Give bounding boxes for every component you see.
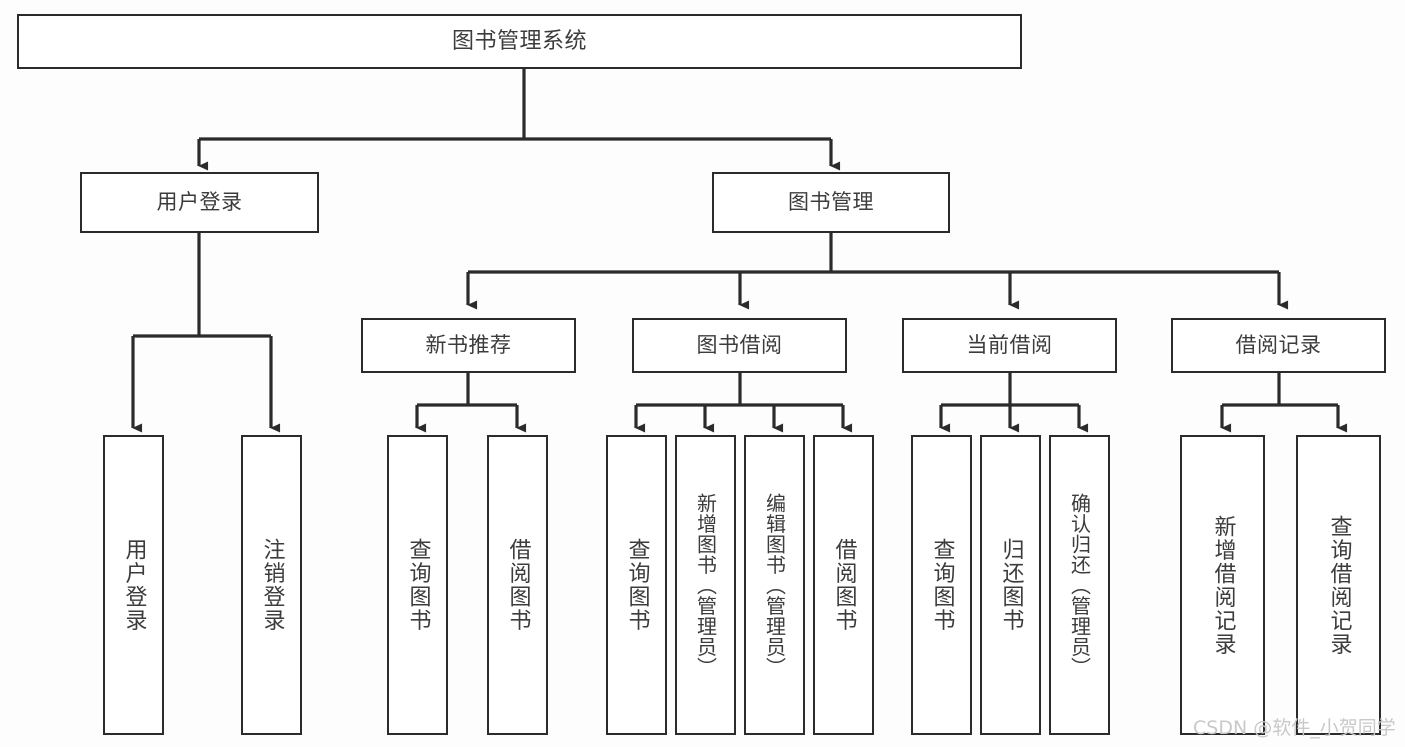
leaf-query-book-borrow[interactable]: 查询图书	[606, 435, 667, 735]
leaf-query-borrow-record-label: 查询借阅记录	[1326, 514, 1352, 656]
node-book-management-label: 图书管理	[788, 190, 874, 215]
leaf-query-book-current[interactable]: 查询图书	[911, 435, 972, 735]
leaf-user-login-label: 用户登录	[121, 538, 147, 632]
leaf-logout[interactable]: 注销登录	[241, 435, 302, 735]
watermark: CSDN @软件_小贺同学	[1193, 717, 1396, 739]
leaf-add-book-admin-label: 新增图书（管理员）	[693, 492, 718, 678]
leaf-add-borrow-record-label: 新增借阅记录	[1210, 514, 1236, 656]
leaf-borrow-book-recommend[interactable]: 借阅图书	[487, 435, 548, 735]
leaf-borrow-book[interactable]: 借阅图书	[813, 435, 874, 735]
node-borrow-records-label: 借阅记录	[1235, 333, 1322, 358]
leaf-query-borrow-record[interactable]: 查询借阅记录	[1296, 435, 1381, 735]
leaf-add-borrow-record[interactable]: 新增借阅记录	[1180, 435, 1265, 735]
leaf-borrow-book-label: 借阅图书	[831, 538, 857, 632]
leaf-query-book-current-label: 查询图书	[929, 538, 955, 632]
leaf-user-login[interactable]: 用户登录	[103, 435, 164, 735]
node-new-book-recommend[interactable]: 新书推荐	[361, 318, 576, 373]
leaf-confirm-return-admin-label: 确认归还（管理员）	[1067, 492, 1092, 678]
leaf-return-book-label: 归还图书	[998, 538, 1024, 632]
node-book-borrow-label: 图书借阅	[696, 333, 783, 358]
leaf-add-book-admin[interactable]: 新增图书（管理员）	[675, 435, 736, 735]
leaf-confirm-return-admin[interactable]: 确认归还（管理员）	[1049, 435, 1110, 735]
leaf-borrow-book-recommend-label: 借阅图书	[505, 538, 531, 632]
leaf-edit-book-admin-label: 编辑图书（管理员）	[762, 492, 787, 678]
node-book-borrow[interactable]: 图书借阅	[632, 318, 847, 373]
node-current-borrow[interactable]: 当前借阅	[902, 318, 1117, 373]
leaf-query-book-recommend-label: 查询图书	[405, 538, 431, 632]
leaf-edit-book-admin[interactable]: 编辑图书（管理员）	[744, 435, 805, 735]
leaf-return-book[interactable]: 归还图书	[980, 435, 1041, 735]
node-root[interactable]: 图书管理系统	[17, 14, 1022, 69]
node-current-borrow-label: 当前借阅	[966, 333, 1053, 358]
leaf-query-book-borrow-label: 查询图书	[624, 538, 650, 632]
node-book-management[interactable]: 图书管理	[712, 172, 950, 233]
leaf-query-book-recommend[interactable]: 查询图书	[387, 435, 448, 735]
node-borrow-records[interactable]: 借阅记录	[1171, 318, 1386, 373]
leaf-logout-label: 注销登录	[259, 538, 285, 632]
node-user-login[interactable]: 用户登录	[80, 172, 319, 233]
node-root-label: 图书管理系统	[451, 28, 587, 54]
node-new-book-recommend-label: 新书推荐	[425, 333, 512, 358]
node-user-login-label: 用户登录	[156, 190, 243, 215]
